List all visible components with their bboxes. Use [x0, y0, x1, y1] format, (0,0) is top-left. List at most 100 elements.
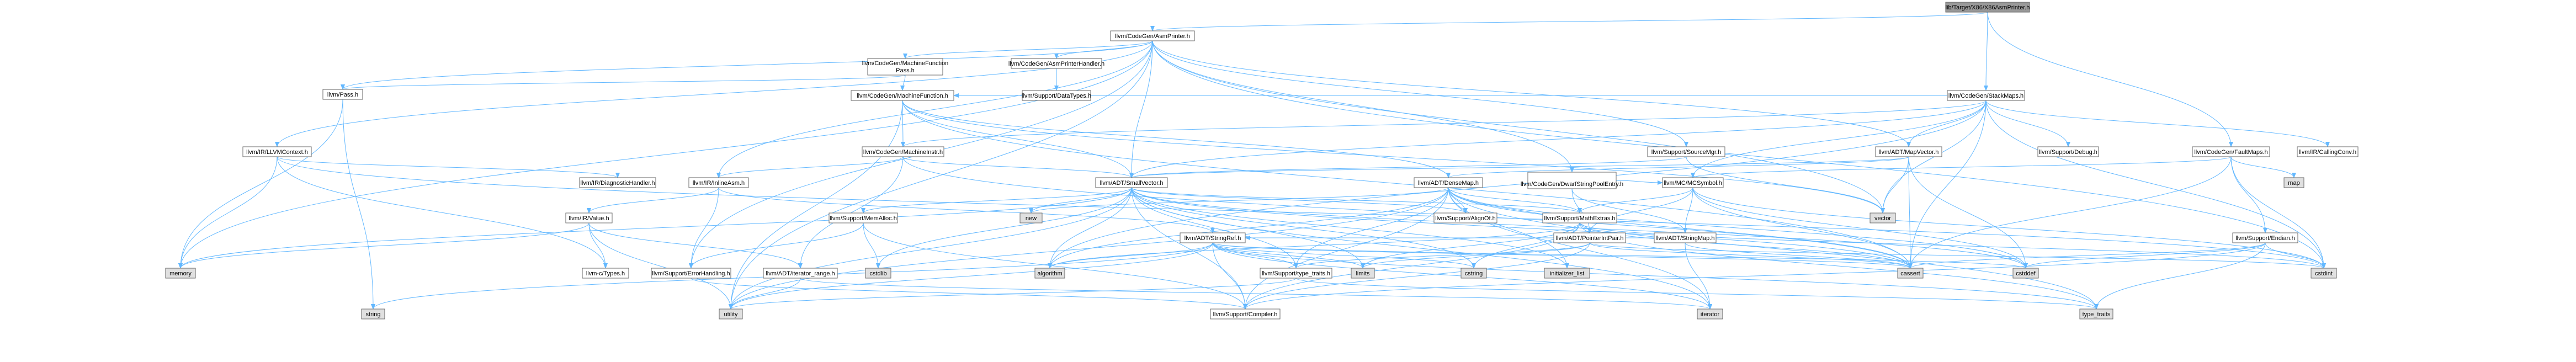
node-llvm-adt-iterator-range-h[interactable]: llvm/ADT/iterator_range.h	[763, 268, 838, 279]
node-llvm-adt-stringmap-h[interactable]: llvm/ADT/StringMap.h	[1654, 232, 1717, 243]
node-llvm-support-alignof-h[interactable]: llvm/Support/AlignOf.h	[1433, 212, 1497, 223]
node-label: llvm/Support/Compiler.h	[1213, 311, 1278, 318]
edge-n2-to-n13	[1985, 100, 2070, 147]
node-llvm-codegen-machinefunction-h[interactable]: llvm/CodeGen/MachineFunction.h	[851, 90, 954, 101]
node-llvm-codegen-asmprinter-h[interactable]: llvm/CodeGen/AsmPrinter.h	[1110, 30, 1195, 41]
node-llvm-mc-mcsymbol-h[interactable]: llvm/MC/MCSymbol.h	[1662, 177, 1724, 188]
edge-n0-to-n2	[1984, 12, 1989, 91]
node-llvm-pass-h[interactable]: llvm/Pass.h	[322, 89, 363, 100]
node-llvm-support-endian-h[interactable]: llvm/Support/Endian.h	[2232, 232, 2298, 243]
node-cstdlib[interactable]: cstdlib	[865, 268, 891, 279]
edge-n1-to-n30	[1152, 40, 1885, 214]
edge-n9-to-n33	[277, 156, 608, 269]
node-llvm-ir-value-h[interactable]: llvm/IR/Value.h	[565, 212, 613, 223]
node-llvm-support-mathextras-h[interactable]: llvm/Support/MathExtras.h	[1542, 212, 1617, 223]
node-limits[interactable]: limits	[1351, 268, 1375, 279]
node-llvm-adt-smallvector-h[interactable]: llvm/ADT/SmallVector.h	[1095, 177, 1168, 188]
edge-n18-to-n46	[729, 187, 1449, 310]
edge-n27-to-n39	[1361, 222, 1580, 269]
node-box	[2192, 146, 2270, 157]
node-cstddef[interactable]: cstddef	[2012, 268, 2039, 279]
edge-n7-to-n46	[729, 100, 903, 310]
node-label: algorithm	[1037, 270, 1062, 277]
edge-n12-to-n30	[1881, 156, 1909, 214]
node-llvm-support-type-traits-h[interactable]: llvm/Support/type_traits.h	[1260, 268, 1332, 279]
node-label: llvm/Support/DataTypes.h	[1022, 93, 1091, 99]
node-llvm-ir-inlineasm-h[interactable]: llvm/IR/InlineAsm.h	[688, 177, 749, 188]
node-label: llvm/CodeGen/AsmPrinter.h	[1115, 33, 1190, 40]
edge-n6-to-n45	[342, 99, 375, 310]
node-label: vector	[1874, 215, 1891, 222]
node-vector[interactable]: vector	[1869, 212, 1896, 223]
edge-n18-to-n42	[1448, 187, 1913, 269]
node-type-traits[interactable]: type_traits	[2079, 308, 2113, 320]
node-llvm-adt-pointerintpair-h[interactable]: llvm/ADT/PointerIntPair.h	[1553, 232, 1626, 243]
node-llvm-codegen-faultmaps-h[interactable]: llvm/CodeGen/FaultMaps.h	[2192, 146, 2270, 157]
node-llvm-c-types-h[interactable]: llvm-c/Types.h	[582, 268, 629, 279]
node-llvm-support-errorhandling-h[interactable]: llvm/Support/ErrorHandling.h	[651, 268, 731, 279]
edge-n10-to-n42	[902, 156, 1913, 269]
edge-n17-to-n38	[1131, 187, 1298, 269]
node-llvm-ir-diagnostichandler-h[interactable]: llvm/IR/DiagnosticHandler.h	[579, 177, 656, 188]
node-box	[1662, 177, 1724, 188]
node-box	[867, 58, 943, 76]
edge-n2-to-n37	[1048, 100, 1987, 269]
node-llvm-codegen-asmprinterhandler-h[interactable]: llvm/CodeGen/AsmPrinterHandler.h	[1008, 58, 1104, 69]
edge-n18-to-n47	[1243, 187, 1449, 310]
node-label: cstdint	[2315, 270, 2333, 277]
node-string[interactable]: string	[361, 308, 385, 320]
node-box	[719, 308, 743, 320]
node-label: llvm/Support/MemAlloc.h	[830, 215, 897, 222]
node-utility[interactable]: utility	[719, 308, 743, 320]
node-llvm-adt-mapvector-h[interactable]: llvm/ADT/MapVector.h	[1875, 146, 1942, 157]
node-box	[1544, 268, 1590, 279]
node-initializer-list[interactable]: initializer_list	[1544, 268, 1590, 279]
edge-n25-to-n46	[729, 242, 1213, 310]
edge-n6-to-n32	[178, 99, 343, 269]
edge-n1-to-n4	[903, 40, 1153, 59]
node-map[interactable]: map	[2283, 177, 2304, 188]
node-algorithm[interactable]: algorithm	[1034, 268, 1065, 279]
node-iterator[interactable]: iterator	[1697, 308, 1723, 320]
node-llvm-codegen-machineinstr-h[interactable]: llvm/CodeGen/MachineInstr.h	[862, 146, 944, 157]
node-label: llvm/ADT/DenseMap.h	[1418, 180, 1479, 187]
node-llvm-adt-stringref-h[interactable]: llvm/ADT/StringRef.h	[1180, 232, 1246, 243]
edge-n9-to-n15	[277, 156, 620, 178]
edge-n7-to-n42	[902, 100, 1913, 269]
node-label: new	[1026, 215, 1037, 222]
node-llvm-support-compiler-h[interactable]: llvm/Support/Compiler.h	[1210, 308, 1281, 320]
edges-layer	[178, 12, 2330, 310]
node-llvm-support-sourcemgr-h[interactable]: llvm/Support/SourceMgr.h	[1647, 146, 1725, 157]
edge-n2-to-n44	[1985, 100, 2326, 269]
node-memory[interactable]: memory	[165, 268, 196, 279]
edge-n31-to-n47	[1243, 242, 2266, 310]
node-llvm-adt-densemap-h[interactable]: llvm/ADT/DenseMap.h	[1414, 177, 1483, 188]
node-llvm-ir-llvmcontext-h[interactable]: llvm/IR/LLVMContext.h	[242, 146, 312, 157]
node-label: cstring	[1465, 270, 1483, 277]
edge-n22-to-n32	[178, 222, 589, 269]
node-box	[1022, 90, 1091, 101]
node-llvm-support-datatypes-h[interactable]: llvm/Support/DataTypes.h	[1022, 90, 1091, 101]
node-new[interactable]: new	[1019, 212, 1043, 223]
node-llvm-codegen-stackmaps-h[interactable]: llvm/CodeGen/StackMaps.h	[1947, 90, 2025, 101]
node-llvm-ir-callingconv-h[interactable]: llvm/IR/CallingConv.h	[2297, 146, 2359, 157]
node-llvm-support-debug-h[interactable]: llvm/Support/Debug.h	[2037, 146, 2099, 157]
edge-n20-to-n28	[1587, 187, 1693, 233]
node-box	[565, 212, 613, 223]
node-cstring[interactable]: cstring	[1460, 268, 1487, 279]
edge-n1-to-n19	[1152, 40, 1574, 173]
node-box	[828, 212, 898, 223]
edge-n17-to-n24	[1029, 187, 1132, 214]
node-llvm-codegen-dwarfstringpoolentry-h[interactable]: llvm/CodeGen/DwarfStringPoolEntry.h	[1521, 172, 1623, 189]
node-cassert[interactable]: cassert	[1897, 268, 1924, 279]
node-box	[165, 268, 196, 279]
node-lib-target-x86-x86asmprinter-h[interactable]: lib/Target/X86/X86AsmPrinter.h	[1945, 2, 2030, 13]
node-cstdint[interactable]: cstdint	[2311, 268, 2337, 279]
node-label: llvm/Support/ErrorHandling.h	[652, 270, 730, 277]
node-llvm-support-memalloc-h[interactable]: llvm/Support/MemAlloc.h	[828, 212, 898, 223]
node-label: llvm-c/Types.h	[586, 270, 625, 277]
node-box	[242, 146, 312, 157]
